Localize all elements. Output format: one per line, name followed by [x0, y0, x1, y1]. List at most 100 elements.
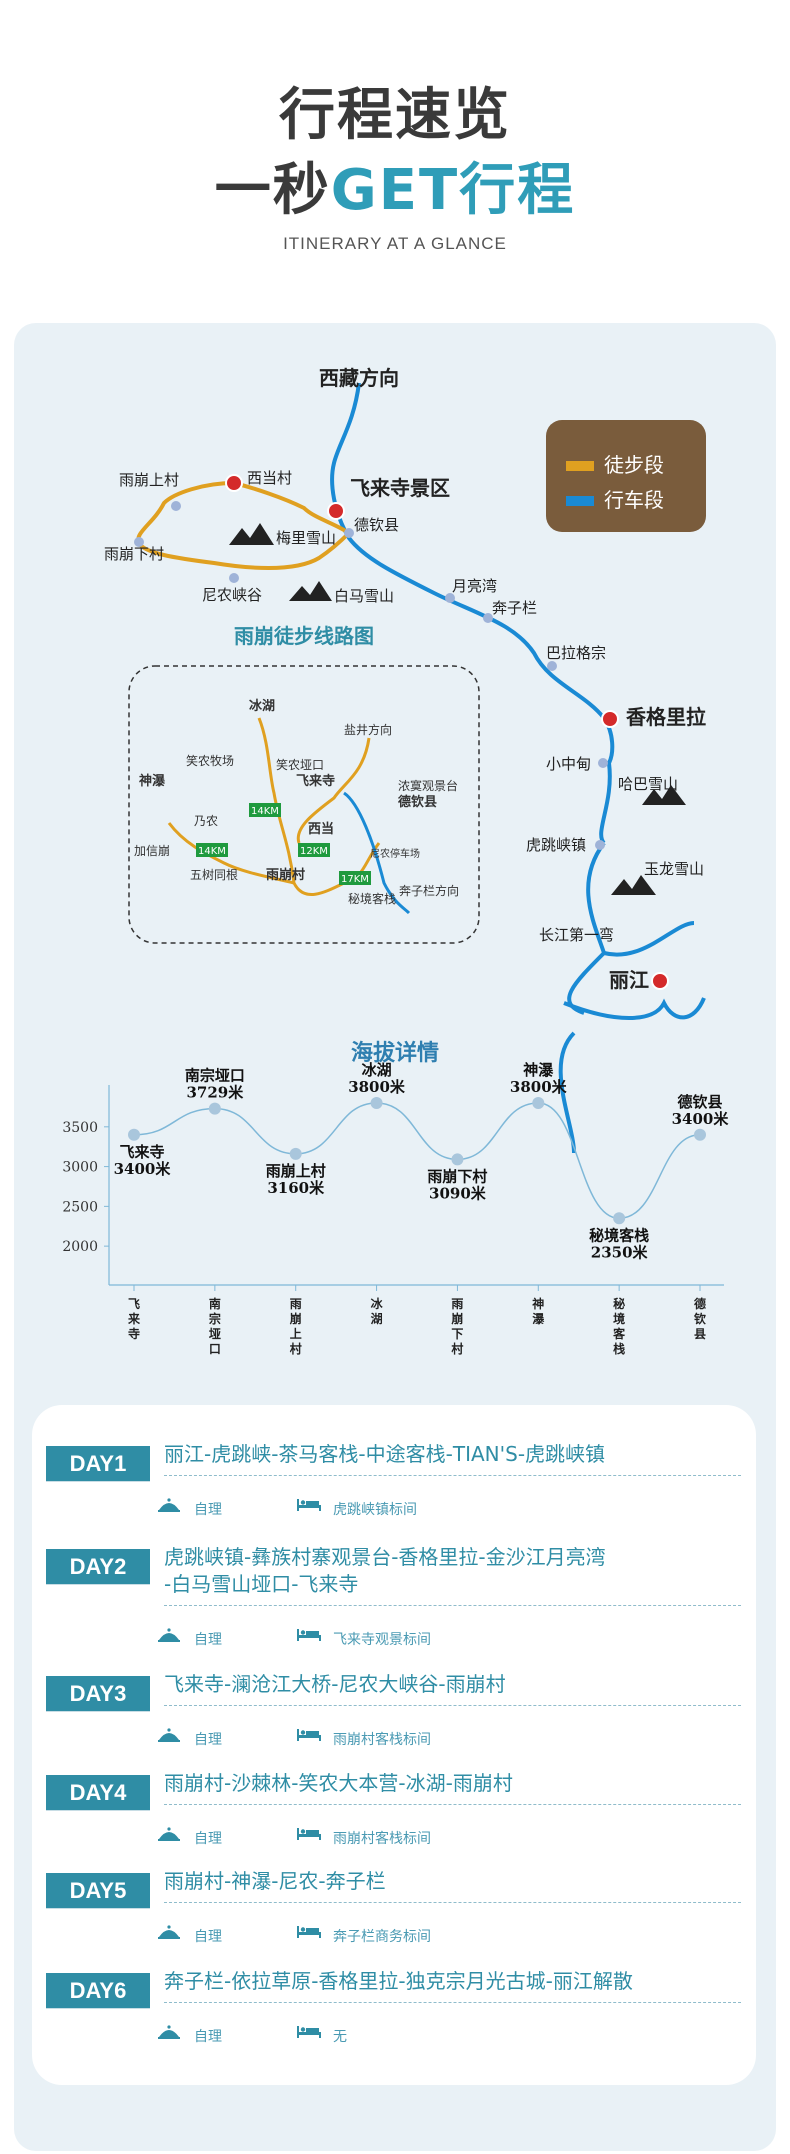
meal-icon: [158, 1728, 180, 1742]
inset-xiaonong-camp: 笑农牧场: [186, 753, 234, 768]
stay-text: 雨崩村客栈标间: [333, 1732, 431, 1748]
inset-drive: [343, 791, 411, 915]
day-badge-underline: [46, 1481, 150, 1482]
route-map: 徒步段 行车段 西藏方向 西当村 飞来寺景区 雨崩上村 雨崩下村 梅里雪山 德钦…: [104, 366, 706, 1154]
day-badge: DAY6: [46, 1973, 150, 2009]
shangrila-label: 香格里拉: [626, 705, 706, 729]
day-badge: DAY3: [46, 1676, 150, 1712]
xidang-label: 西当村: [247, 469, 292, 487]
inset-benzilan: 奔子栏方向: [399, 883, 459, 898]
yueliangwan-dot: [445, 593, 455, 603]
feilai-label: 飞来寺景区: [350, 476, 450, 500]
yubeng-up-dot: [171, 501, 181, 511]
stay-text: 雨崩村客栈标间: [333, 1831, 431, 1847]
inset-wushu: 五树同根: [190, 867, 238, 882]
feilai-marker: [327, 502, 345, 520]
bed-icon: [297, 1926, 321, 1938]
day-route: 奔子栏-依拉草原-香格里拉-独克宗月光古城-丽江解散: [164, 1969, 633, 1993]
balagezong-label: 巴拉格宗: [546, 644, 606, 662]
day-badge-underline: [46, 2008, 150, 2009]
bed-icon: [297, 1828, 321, 1840]
meal-text: 自理: [194, 1929, 222, 1945]
yulong-mountain-icon: [611, 875, 656, 895]
shangrila-marker: [601, 710, 619, 728]
inset-yubeng: 雨崩村: [266, 867, 305, 883]
meili-label: 梅里雪山: [276, 529, 336, 547]
inset-xiaonong-pass: 笑农垭口: [276, 757, 324, 772]
inset-distance-3-label: 12KM: [300, 846, 328, 857]
yubeng-down-label: 雨崩下村: [104, 545, 164, 563]
meal-text: 自理: [194, 2029, 222, 2045]
inset-hike-east: [296, 737, 371, 844]
y-tick-label: 3500: [62, 1120, 98, 1136]
elevation-point: [370, 1096, 383, 1109]
stay-text: 飞来寺观景标间: [333, 1632, 431, 1648]
inset-feilai: 飞来寺: [296, 773, 335, 789]
inset-naining: 乃农: [194, 814, 218, 828]
meal-icon: [158, 2025, 180, 2039]
stay-text: 奔子栏商务标间: [333, 1929, 431, 1945]
inset-distance-2-label: 14KM: [198, 846, 226, 857]
stay-text: 虎跳峡镇标间: [333, 1502, 417, 1518]
y-tick-label: 2000: [62, 1239, 98, 1255]
elevation-point: [694, 1128, 706, 1141]
day-badge: DAY4: [46, 1775, 150, 1811]
x-tick-label: 南宗垭口: [209, 1296, 221, 1356]
inset-distance-4-label: 17KM: [341, 874, 369, 885]
legend-drive-label: 行车段: [604, 488, 664, 512]
yubeng-up-label: 雨崩上村: [119, 471, 179, 489]
elevation-point: [451, 1153, 464, 1166]
inset-distance-1: [249, 803, 281, 817]
day-divider: [164, 1475, 741, 1476]
day-route: -白马雪山垭口-飞来寺: [164, 1572, 359, 1596]
elevation-line: [133, 1102, 701, 1220]
meal-text: 自理: [194, 1831, 222, 1847]
day-divider: [164, 1902, 741, 1903]
meal-icon: [158, 1498, 180, 1512]
meal-text: 自理: [194, 1502, 222, 1518]
lijiang-label: 丽江: [609, 968, 649, 992]
inset-jiaxin: 加信崩: [134, 844, 170, 858]
day-route: 雨崩村-沙棘林-笑农大本营-冰湖-雨崩村: [164, 1771, 513, 1795]
lijiang-marker: [651, 972, 669, 990]
yulong-label: 玉龙雪山: [644, 860, 704, 878]
itinerary-card: [32, 1405, 756, 2085]
legend-hike-label: 徒步段: [604, 453, 664, 477]
day-divider: [164, 1804, 741, 1805]
inset-hike-west: [167, 822, 295, 885]
bed-icon: [297, 1729, 321, 1741]
bed-icon: [297, 1499, 321, 1511]
yueliangwan-label: 月亮湾: [452, 577, 497, 595]
inset-xidang: 西当: [308, 821, 334, 837]
drive-route-south: [558, 1031, 576, 1154]
x-tick-label: 雨崩下村: [451, 1297, 463, 1356]
x-tick-label: 雨崩上村: [290, 1297, 302, 1356]
ninong-dot: [229, 573, 239, 583]
ninong-label: 尼农峡谷: [202, 586, 262, 604]
day-badge-underline: [46, 1711, 150, 1712]
inset-shenpu: 神瀑: [139, 773, 166, 789]
legend-hike-swatch: [566, 461, 594, 471]
drive-route-haba: [603, 921, 695, 957]
changjiang-label: 长江第一弯: [539, 926, 614, 944]
meal-icon: [158, 1827, 180, 1841]
inset-distance-1-label: 14KM: [251, 806, 279, 817]
inset-nongmo: 浓寞观景台: [398, 778, 458, 793]
meal-text: 自理: [194, 1732, 222, 1748]
hike-route: [136, 481, 351, 570]
yubeng-down-dot: [134, 537, 144, 547]
meal-icon: [158, 1628, 180, 1642]
inset-binghu: 冰湖: [249, 698, 275, 714]
title-accent: GET: [330, 158, 460, 223]
page-title-line2: 一秒GET行程: [0, 145, 790, 226]
inset-title: 雨崩徒步线路图: [234, 624, 374, 648]
drive-route-lijiang: [563, 997, 706, 1020]
day-badge-underline: [46, 1908, 150, 1909]
drive-route-mid: [567, 841, 607, 1015]
day-divider: [164, 1705, 741, 1706]
day-divider: [164, 1605, 741, 1606]
